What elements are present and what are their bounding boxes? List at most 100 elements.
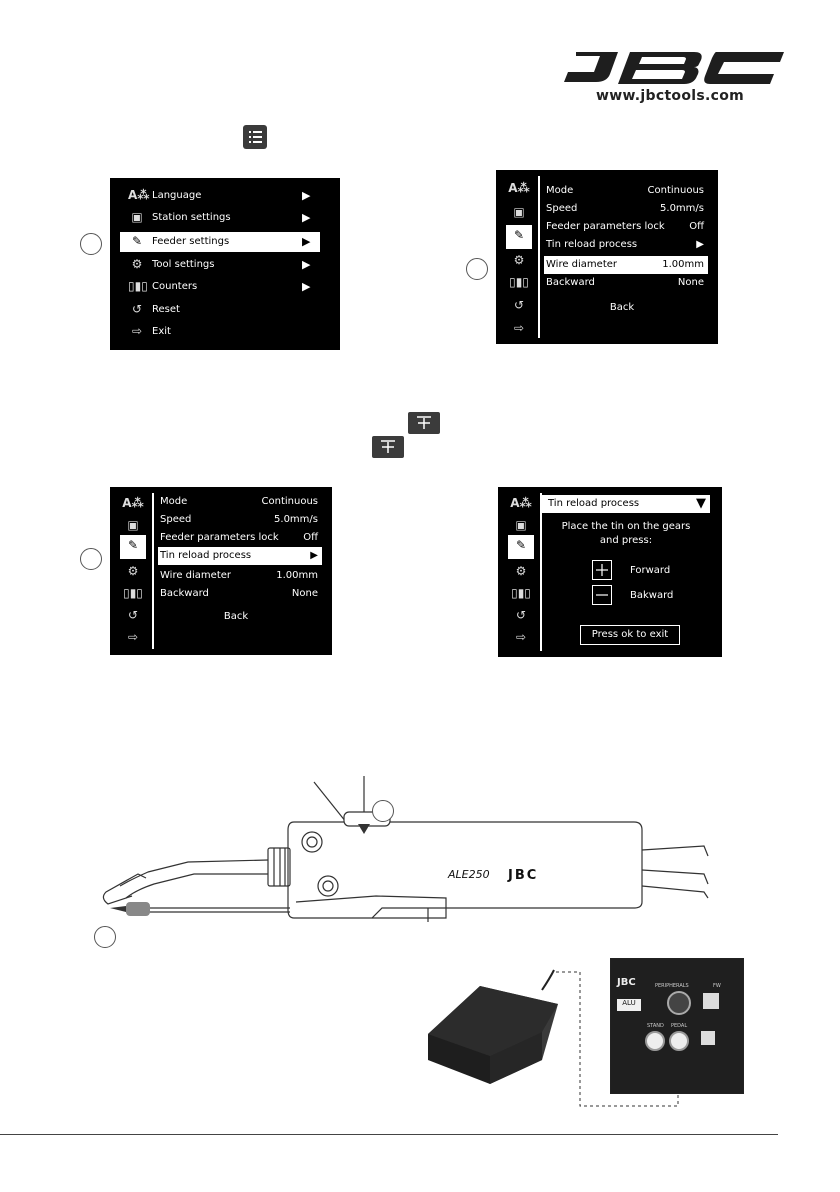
peripherals-label: PERIPHERALS — [655, 983, 689, 989]
language-icon: A⁂ — [128, 188, 150, 202]
setting-row-mode[interactable]: Mode Continuous — [158, 493, 322, 511]
feeder-settings-screen-b: A⁂ ▣ ✎ ⚙ ▯▮▯ ↺ ⇨ Mode Continuous Speed 5… — [110, 487, 332, 655]
fw-port — [703, 993, 719, 1009]
peripherals-port — [667, 991, 691, 1015]
tool-settings-icon[interactable]: ⚙ — [515, 564, 527, 578]
menu-item-feeder-settings[interactable]: ✎ Feeder settings ▶ — [120, 232, 320, 252]
feeder-icon[interactable]: ✎ — [508, 535, 534, 559]
setting-label: Feeder parameters lock — [546, 221, 665, 232]
back-button[interactable]: Back — [609, 302, 635, 313]
setting-row-tin-reload[interactable]: Tin reload process ▶ — [544, 236, 708, 254]
tool-settings-icon[interactable]: ⚙ — [127, 564, 139, 578]
setting-row-speed[interactable]: Speed 5.0mm/s — [158, 511, 322, 529]
exit-icon[interactable]: ⇨ — [127, 630, 139, 644]
reset-icon[interactable]: ↺ — [513, 298, 525, 312]
language-icon[interactable]: A⁂ — [122, 496, 144, 510]
station-model-label: ALU — [617, 999, 641, 1011]
setting-value: None — [291, 588, 318, 599]
fw-label: FW — [713, 983, 721, 989]
tool-settings-icon[interactable]: ⚙ — [513, 253, 525, 267]
stand-port — [645, 1031, 665, 1051]
stand-label: STAND — [647, 1023, 664, 1029]
press-ok-to-exit-button[interactable]: Press ok to exit — [580, 625, 680, 645]
setting-label: Tin reload process — [546, 239, 638, 250]
sidebar: A⁂ ▣ ✎ ⚙ ▯▮▯ ↺ ⇨ — [496, 170, 538, 344]
menu-item-tool-settings[interactable]: ⚙ Tool settings ▶ — [120, 255, 320, 275]
menu-item-label: Exit — [152, 326, 171, 337]
feeder-icon: ✎ — [131, 234, 143, 248]
setting-label: Backward — [546, 277, 595, 288]
tool-model-label: ALE250 — [447, 868, 490, 881]
arrow-right-icon: ▶ — [302, 258, 311, 271]
language-icon[interactable]: A⁂ — [510, 496, 532, 510]
main-menu-screen: A⁂ Language ▶ ▣ Station settings ▶ ✎ Fee… — [110, 178, 340, 350]
setting-row-mode[interactable]: Mode Continuous — [544, 182, 708, 200]
setting-row-wire-diameter[interactable]: Wire diameter 1.00mm — [158, 567, 322, 585]
reset-icon[interactable]: ↺ — [127, 608, 139, 622]
setting-row-tin-reload[interactable]: Tin reload process ▶ — [158, 547, 322, 565]
feeder-icon[interactable]: ✎ — [120, 535, 146, 559]
footer-divider — [0, 1134, 778, 1135]
arrow-right-icon: ▶ — [696, 239, 704, 250]
menu-item-label: Counters — [152, 281, 198, 292]
counters-icon[interactable]: ▯▮▯ — [123, 586, 143, 600]
exit-icon[interactable]: ⇨ — [513, 321, 525, 335]
pedal-label: PEDAL — [671, 1023, 688, 1029]
setting-row-speed[interactable]: Speed 5.0mm/s — [544, 200, 708, 218]
menu-item-label: Language — [152, 190, 202, 201]
menu-item-station-settings[interactable]: ▣ Station settings ▶ — [120, 208, 320, 228]
setting-label: Wire diameter — [160, 570, 232, 581]
plus-button-icon — [408, 412, 440, 434]
forward-plus-button[interactable] — [592, 560, 612, 580]
menu-item-reset[interactable]: ↺ Reset — [120, 300, 320, 320]
arrow-right-icon: ▶ — [310, 550, 318, 561]
feeder-icon[interactable]: ✎ — [506, 225, 532, 249]
setting-label: Wire diameter — [546, 259, 618, 270]
menu-button-icon — [243, 125, 267, 149]
backward-minus-button[interactable] — [592, 585, 612, 605]
arrow-right-icon: ▶ — [302, 280, 311, 293]
setting-value: Continuous — [261, 496, 318, 507]
setting-row-feeder-lock[interactable]: Feeder parameters lock Off — [158, 529, 322, 547]
menu-item-counters[interactable]: ▯▮▯ Counters ▶ — [120, 277, 320, 297]
arrow-right-icon: ▶ — [302, 189, 311, 202]
counters-icon[interactable]: ▯▮▯ — [509, 275, 529, 289]
step-marker-3 — [80, 548, 102, 570]
sidebar-divider — [538, 176, 540, 338]
reset-icon[interactable]: ↺ — [515, 608, 527, 622]
step-marker-5 — [94, 926, 116, 948]
station-settings-icon[interactable]: ▣ — [515, 518, 527, 532]
step-marker-2 — [466, 258, 488, 280]
step-marker-1 — [80, 233, 102, 255]
language-icon[interactable]: A⁂ — [508, 181, 530, 195]
setting-label: Mode — [160, 496, 188, 507]
station-settings-icon[interactable]: ▣ — [127, 518, 139, 532]
setting-label: Mode — [546, 185, 574, 196]
dropdown-arrow-icon: ▼ — [696, 496, 706, 511]
foot-pedal-illustration — [428, 969, 558, 1084]
setting-row-wire-diameter[interactable]: Wire diameter 1.00mm — [544, 256, 708, 274]
feeder-settings-screen-a: A⁂ ▣ ✎ ⚙ ▯▮▯ ↺ ⇨ Mode Continuous Speed 5… — [496, 170, 718, 344]
counters-icon[interactable]: ▯▮▯ — [511, 586, 531, 600]
instruction-line-2: and press: — [599, 535, 653, 546]
website-url[interactable]: www.jbctools.com — [596, 88, 745, 104]
back-button[interactable]: Back — [223, 611, 249, 622]
menu-item-exit[interactable]: ⇨ Exit — [120, 322, 320, 342]
pedal-port — [669, 1031, 689, 1051]
setting-label: Backward — [160, 588, 209, 599]
setting-row-feeder-lock[interactable]: Feeder parameters lock Off — [544, 218, 708, 236]
sidebar: A⁂ ▣ ✎ ⚙ ▯▮▯ ↺ ⇨ — [110, 487, 152, 655]
station-rear-photo: JBC PERIPHERALS FW ALU STAND PEDAL — [610, 958, 744, 1094]
setting-row-backward[interactable]: Backward None — [158, 585, 322, 603]
menu-item-language[interactable]: A⁂ Language ▶ — [120, 186, 320, 206]
setting-row-backward[interactable]: Backward None — [544, 274, 708, 292]
sidebar: A⁂ ▣ ✎ ⚙ ▯▮▯ ↺ ⇨ — [498, 487, 540, 657]
reload-title-bar[interactable]: Tin reload process ▼ — [542, 495, 710, 513]
exit-icon[interactable]: ⇨ — [515, 630, 527, 644]
station-settings-icon[interactable]: ▣ — [513, 205, 525, 219]
menu-item-label: Reset — [152, 304, 180, 315]
arrow-right-icon: ▶ — [302, 235, 311, 248]
setting-value: Continuous — [647, 185, 704, 196]
instruction-line-1: Place the tin on the gears — [561, 521, 691, 532]
step-marker-4 — [372, 800, 394, 822]
